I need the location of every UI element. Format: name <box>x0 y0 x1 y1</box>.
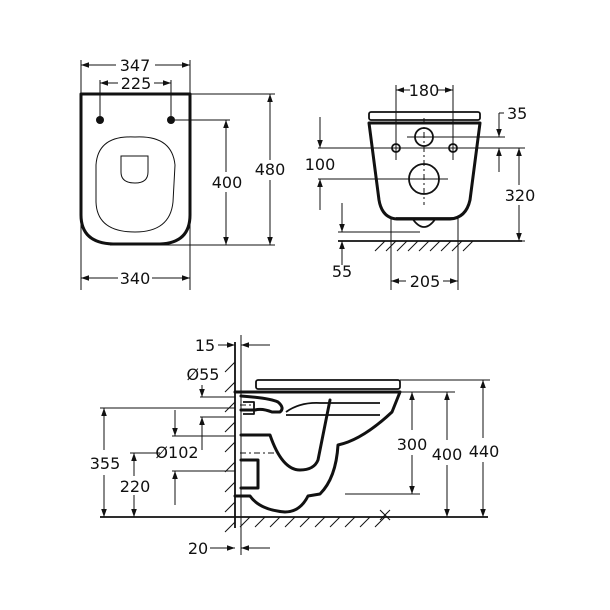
front-view-bowl-outline <box>367 121 482 221</box>
dim-label-355: 355 <box>90 454 121 473</box>
top-view-seat-ring <box>95 136 176 233</box>
dim-label-220: 220 <box>120 477 151 496</box>
side-view-seat <box>255 379 401 390</box>
dim-label-440: 440 <box>469 442 500 461</box>
dim-label-347: 347 <box>120 56 151 75</box>
front-view-outlet-spigot <box>411 217 437 228</box>
top-view-bowl-outline <box>79 92 192 246</box>
dim-label-diameter-55: Ø55 <box>187 365 220 384</box>
side-view-wall-hatch <box>224 361 236 533</box>
dim-label-35: 35 <box>507 104 527 123</box>
dim-label-diameter-102: Ø102 <box>155 443 198 462</box>
dim-label-15: 15 <box>195 336 215 355</box>
dim-label-20: 20 <box>188 539 208 558</box>
dim-label-100: 100 <box>305 155 336 174</box>
top-view-bowl-opening <box>120 155 149 184</box>
dim-label-55: 55 <box>332 262 352 281</box>
side-view: 15 Ø55 Ø102 355 220 20 300 400 440 <box>90 335 500 558</box>
dim-label-480: 480 <box>255 160 286 179</box>
front-view: 180 35 100 320 55 205 <box>305 81 536 291</box>
dim-label-340: 340 <box>120 269 151 288</box>
side-view-bowl-outline <box>233 390 402 514</box>
dim-label-180: 180 <box>409 81 440 100</box>
dim-label-400-side-view: 400 <box>432 445 463 464</box>
top-view: 347 225 340 400 480 <box>79 56 286 290</box>
side-view-floor-hatch <box>239 516 386 528</box>
dim-label-205: 205 <box>410 272 441 291</box>
dim-label-400-top-view: 400 <box>212 173 243 192</box>
dim-label-300: 300 <box>397 435 428 454</box>
dim-label-225: 225 <box>121 74 152 93</box>
front-view-floor-hatch <box>374 240 474 252</box>
dim-label-320: 320 <box>505 186 536 205</box>
